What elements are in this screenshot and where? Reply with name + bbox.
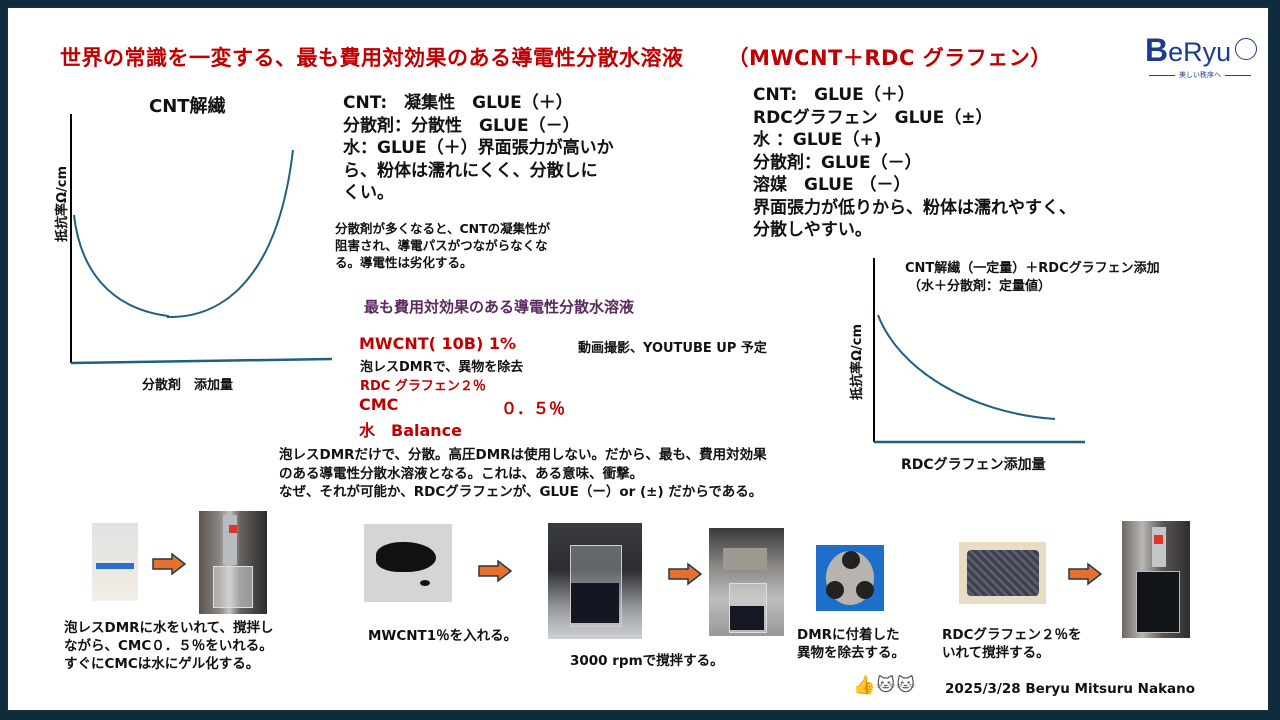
dmr-rotor-head-photo bbox=[816, 545, 884, 611]
note-line: CNT: 凝集性 GLUE（＋） bbox=[343, 93, 573, 113]
summary-line: 泡レスDMRだけで、分散。高圧DMRは使用しない。だから、最も、費用対効果 bbox=[279, 447, 767, 463]
arrow-right-icon bbox=[478, 559, 513, 583]
caption-line: すぐにCMCは水にゲル化する。 bbox=[64, 656, 260, 672]
note-line: 分散剤：GLUE（－） bbox=[753, 152, 922, 173]
mixing-black-dispersion-photo bbox=[548, 523, 642, 639]
recipe-rdc: RDC グラフェン２％ bbox=[360, 379, 486, 394]
note-line: 溶媒 GLUE （－） bbox=[753, 175, 911, 195]
logo-circle-icon bbox=[1235, 38, 1257, 60]
step3-caption: 3000 rpmで撹拌する。 bbox=[570, 653, 724, 669]
note-line: 水：GLUE（＋）界面張力が高いか bbox=[343, 138, 614, 158]
note-line: 分散しやすい。 bbox=[753, 220, 872, 240]
caption-line: 泡レスDMRに水をいれて、撹拌し bbox=[64, 620, 274, 636]
caption-line: ながら、CMC０．５％をいれる。 bbox=[64, 638, 273, 654]
recipe-water: 水 Balance bbox=[359, 421, 463, 440]
mwcnt-powder-photo bbox=[364, 524, 452, 602]
slide: 世界の常識を一変する、最も費用対効果のある導電性分散水溶液 （MWCNT＋RDC … bbox=[6, 6, 1270, 712]
summary: 泡レスDMRだけで、分散。高圧DMRは使用しない。だから、最も、費用対効果 のあ… bbox=[279, 446, 767, 502]
recipe-heading: 最も費用対効果のある導電性分散水溶液 bbox=[364, 298, 635, 316]
recipe-cmc-label: CMC bbox=[359, 395, 399, 414]
chart2-title: CNT解繊（一定量）＋RDCグラフェン添加 bbox=[905, 261, 1160, 276]
detail-line: る。導電性は劣化する。 bbox=[335, 255, 473, 270]
lucky-cat-icon: 🐱 bbox=[896, 675, 916, 696]
slide-title: 世界の常識を一変する、最も費用対効果のある導電性分散水溶液 （MWCNT＋RDC … bbox=[60, 42, 1052, 72]
detail-line: 阻害され、導電パスがつながらなくな bbox=[335, 238, 548, 253]
arrow-right-icon bbox=[152, 552, 187, 576]
note-line: 界面張力が低りから、粉体は濡れやすく、 bbox=[753, 197, 1076, 218]
cmc-powder-bag-photo bbox=[92, 523, 138, 601]
dispersant-detail: 分散剤が多くなると、CNTの凝集性が 阻害され、導電パスがつながらなくな る。導… bbox=[335, 220, 550, 271]
chart1-title: CNT解繊 bbox=[149, 96, 226, 117]
lucky-cat-icon: 🐱 bbox=[876, 675, 897, 696]
arrow-right-icon bbox=[1068, 562, 1103, 586]
footer-icons: 👍🐱🐱 bbox=[853, 675, 916, 696]
recipe-cmc-value: ０．５％ bbox=[501, 399, 566, 418]
left-notes: CNT: 凝集性 GLUE（＋） 分散剤：分散性 GLUE（－） 水：GLUE（… bbox=[343, 92, 614, 205]
chart2-plot bbox=[873, 258, 1085, 444]
chart1-plot bbox=[70, 114, 333, 365]
chart1-xlabel: 分散剤 添加量 bbox=[142, 378, 234, 393]
title-sub: （MWCNT＋RDC グラフェン） bbox=[727, 46, 1052, 70]
footer-credit: 2025/3/28 Beryu Mitsuru Nakano bbox=[945, 681, 1196, 697]
chart2-subtitle: （水＋分散剤：定量値） bbox=[908, 279, 1052, 294]
rdc-graphene-container-photo bbox=[959, 542, 1046, 604]
caption-line: 異物を除去する。 bbox=[797, 645, 905, 661]
note-line: ら、粉体は濡れにくく、分散しに bbox=[343, 160, 598, 181]
chart2-xlabel: RDCグラフェン添加量 bbox=[901, 457, 1046, 473]
step4-caption: DMRに付着した 異物を除去する。 bbox=[797, 626, 905, 662]
step5-caption: RDCグラフェン２％を いれて撹拌する。 bbox=[942, 626, 1082, 662]
right-notes: CNT: GLUE（＋） RDCグラフェン GLUE（±） 水 ：GLUE（+)… bbox=[753, 84, 1076, 242]
step2-caption: MWCNT1％を入れる。 bbox=[368, 628, 518, 644]
thumbs-up-icon: 👍 bbox=[853, 675, 877, 696]
recipe-mwcnt: MWCNT( 10B) 1% bbox=[359, 334, 517, 353]
step1-caption: 泡レスDMRに水をいれて、撹拌し ながら、CMC０．５％をいれる。 すぐにCMC… bbox=[64, 619, 273, 673]
beryu-logo: BeRyu 美しい秩序へ bbox=[1141, 32, 1257, 84]
dmr-head-lifted-photo bbox=[709, 528, 784, 636]
dmr-mixer-water-photo bbox=[199, 511, 267, 614]
logo-tagline: 美しい秩序へ bbox=[1141, 70, 1259, 80]
summary-line: なぜ、それが可能か、RDCグラフェンが、GLUE（ー）or (±) だからである… bbox=[279, 484, 763, 500]
arrow-right-icon bbox=[668, 562, 703, 586]
logo-initial: B bbox=[1145, 32, 1169, 68]
caption-line: RDCグラフェン２％を bbox=[942, 627, 1082, 643]
title-main: 世界の常識を一変する、最も費用対効果のある導電性分散水溶液 bbox=[60, 46, 684, 70]
note-line: RDCグラフェン GLUE（±） bbox=[753, 107, 993, 128]
note-line: CNT: GLUE（＋） bbox=[753, 85, 915, 105]
logo-name: eRyu bbox=[1168, 37, 1232, 67]
summary-line: のある導電性分散水溶液となる。これは、ある意味、衝撃。 bbox=[279, 465, 644, 482]
video-note: 動画撮影、YOUTUBE UP 予定 bbox=[578, 341, 767, 356]
final-dispersion-photo bbox=[1122, 521, 1190, 638]
note-line: 水 ：GLUE（+) bbox=[753, 130, 882, 150]
detail-line: 分散剤が多くなると、CNTの凝集性が bbox=[335, 221, 551, 236]
note-line: 分散剤：分散性 GLUE（－） bbox=[343, 115, 580, 136]
caption-line: DMRに付着した bbox=[797, 627, 900, 643]
note-line: くい。 bbox=[343, 183, 394, 203]
caption-line: いれて撹拌する。 bbox=[942, 645, 1050, 661]
dmr-note: 泡レスDMRで、異物を除去 bbox=[360, 360, 524, 375]
